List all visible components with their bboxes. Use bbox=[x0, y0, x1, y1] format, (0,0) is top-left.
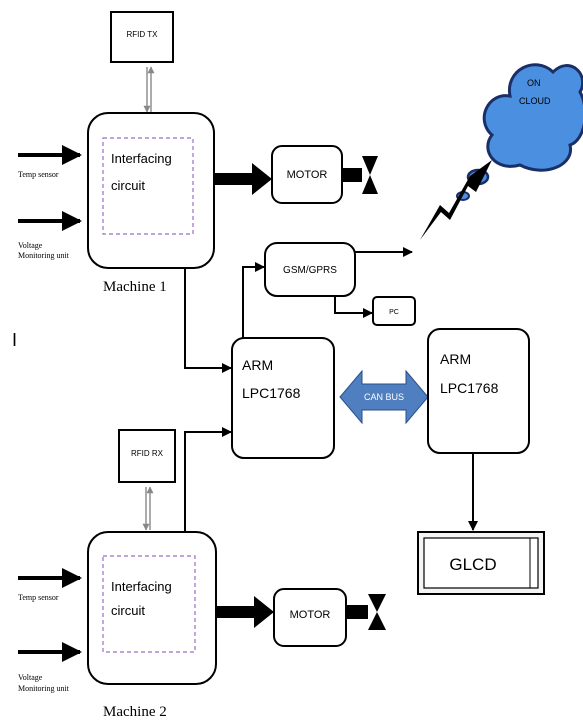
motor-2-label: MOTOR bbox=[290, 609, 331, 621]
gsm-label: GSM/GPRS bbox=[283, 265, 337, 276]
circuit-2-label: circuit bbox=[111, 603, 145, 618]
arm-2-line-1: ARM bbox=[440, 351, 471, 367]
machine-2-box bbox=[87, 531, 217, 685]
machine-1-to-arm-1-arrow bbox=[184, 268, 232, 373]
interfacing-2-label: Interfacing bbox=[111, 579, 172, 594]
machine-1-to-motor-arrow bbox=[214, 163, 272, 195]
machine-1-label: Machine 1 bbox=[103, 279, 167, 295]
glcd-inner-frame bbox=[423, 537, 539, 589]
motor-2-shaft bbox=[346, 605, 368, 619]
arm-2-line-2: LPC1768 bbox=[440, 380, 499, 396]
glcd-label: GLCD bbox=[449, 555, 496, 574]
interfacing-circuit-2-box bbox=[102, 555, 196, 653]
circuit-1-label: circuit bbox=[111, 178, 145, 193]
machine-2-to-motor-arrow bbox=[216, 596, 274, 628]
rfid-rx-label: RFID RX bbox=[131, 449, 164, 458]
rfid-tx-label: RFID TX bbox=[127, 30, 159, 39]
monitoring-2-label: Monitoring unit bbox=[18, 684, 70, 693]
gsm-to-pc-arrow bbox=[334, 296, 373, 318]
wireless-lightning-icon bbox=[420, 160, 492, 240]
motor-2-propeller bbox=[368, 594, 386, 630]
machine-2-label: Machine 2 bbox=[103, 704, 167, 720]
arm-1-line-2: LPC1768 bbox=[242, 385, 301, 401]
cloud-line-2: CLOUD bbox=[519, 96, 551, 106]
motor-1-shaft bbox=[342, 168, 362, 182]
interfacing-1-label: Interfacing bbox=[111, 151, 172, 166]
voltage-2-label: Voltage bbox=[18, 673, 43, 682]
rfid-tx-link bbox=[143, 66, 155, 113]
arm-2-box bbox=[427, 328, 530, 454]
machine-2-to-arm-1-arrow bbox=[184, 427, 232, 532]
rfid-rx-link bbox=[142, 486, 154, 531]
motor-1-label: MOTOR bbox=[287, 169, 328, 181]
arm-1-to-gsm-arrow bbox=[242, 262, 265, 338]
motor-1-propeller bbox=[362, 156, 378, 194]
gsm-box bbox=[264, 242, 356, 297]
cloud-line-1: ON bbox=[527, 78, 541, 88]
rfid-tx-box bbox=[110, 11, 174, 63]
can-bus-label: CAN BUS bbox=[364, 392, 404, 402]
voltage-1-label: Voltage bbox=[18, 241, 43, 250]
margin-mark: I bbox=[12, 330, 17, 350]
rfid-rx-box bbox=[118, 429, 176, 483]
machine-1-box bbox=[87, 112, 215, 269]
pc-label: PC bbox=[389, 309, 399, 316]
temp-sensor-2-label: Temp sensor bbox=[18, 593, 59, 602]
arm-1-box bbox=[231, 337, 335, 459]
temp-sensor-1-label: Temp sensor bbox=[18, 170, 59, 179]
arm-1-line-1: ARM bbox=[242, 357, 273, 373]
monitoring-1-label: Monitoring unit bbox=[18, 251, 70, 260]
pc-box bbox=[372, 296, 416, 326]
interfacing-circuit-1-box bbox=[102, 137, 194, 235]
